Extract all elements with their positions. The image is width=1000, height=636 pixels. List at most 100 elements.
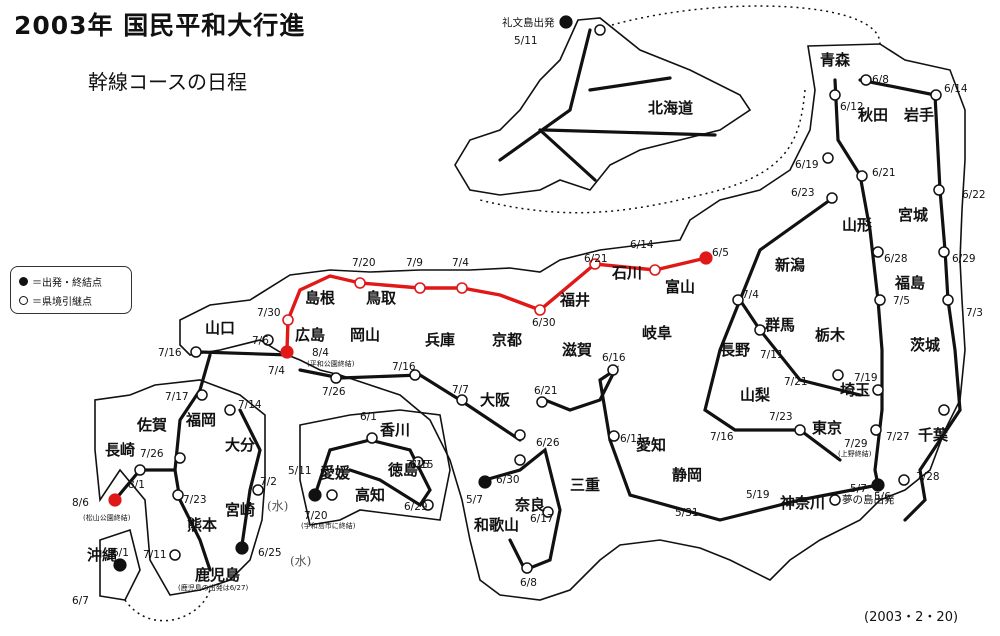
route-red-hokuriku-chugoku [285, 256, 708, 352]
relay-point [594, 24, 606, 36]
route-tohoku-west [833, 78, 884, 412]
date-label: 7/11 [760, 349, 784, 361]
pref-oita: 大分 [225, 436, 255, 454]
date-label: 6/7 [72, 595, 89, 607]
legend: ＝出発・終結点 ＝県境引継点 [10, 266, 132, 314]
pref-tochigi: 栃木 [815, 326, 846, 344]
pref-tottori: 鳥取 [366, 289, 397, 307]
date-label: 6/8 [520, 577, 537, 589]
pref-gunma: 群馬 [765, 316, 795, 334]
route-chiba [903, 408, 962, 522]
note-heiwa: (平和公園終結) [307, 359, 355, 368]
route-shikoku [313, 438, 432, 508]
relay-point-red [649, 264, 661, 276]
date-label: 6/14 [630, 239, 654, 251]
relay-point [938, 404, 950, 416]
relay-point [608, 430, 620, 442]
route-shizuoka [608, 438, 880, 522]
pref-fukui: 福井 [559, 291, 590, 309]
pref-saitama: 埼玉 [840, 381, 870, 399]
pref-miyagi: 宮城 [898, 206, 928, 224]
pref-shizuoka: 静岡 [672, 466, 702, 484]
start-point-red [699, 251, 713, 265]
route-hokkaido-4 [538, 128, 597, 182]
start-point [559, 15, 573, 29]
relay-point [930, 89, 942, 101]
page-subtitle: 幹線コースの日程 [88, 70, 247, 94]
pref-kanagawa: 神奈川 [780, 494, 825, 512]
relay-point [521, 562, 533, 574]
relay-point [326, 489, 338, 501]
date-label: 8/4 [312, 347, 329, 359]
route-nagano [703, 298, 842, 462]
relay-point [174, 452, 186, 464]
start-point [235, 541, 249, 555]
date-label: 7/9 [406, 257, 423, 269]
pref-mie: 三重 [570, 476, 600, 494]
date-label: 7/27 [886, 431, 910, 443]
date-label: 7/2 [260, 476, 277, 488]
ferry-tohoku-hokkaido-west [479, 89, 806, 214]
date-label: 7/20 [304, 510, 328, 522]
date-label: 6/17 [530, 513, 554, 525]
legend-start-end-label: ＝出発・終結点 [32, 278, 102, 289]
date-label: 5/31 [675, 507, 699, 519]
filled-dot-icon [19, 277, 28, 286]
relay-point [872, 246, 884, 258]
relay-point [514, 429, 526, 441]
relay-point [872, 384, 884, 396]
relay-point [856, 170, 868, 182]
page-title: 2003年 国民平和大行進 [14, 11, 306, 40]
date-label: 5/7 [850, 483, 867, 495]
pref-niigata: 新潟 [775, 256, 805, 274]
relay-point [514, 454, 526, 466]
relay-point [898, 474, 910, 486]
footer-date: (2003・2・20) [864, 610, 959, 625]
date-label: 6/21 [584, 253, 608, 265]
start-point [113, 558, 127, 572]
pref-kumamoto: 熊本 [187, 516, 217, 534]
date-label: 7/30 [257, 307, 281, 319]
pref-shimane: 島根 [305, 289, 335, 307]
date-label: 7/5 [893, 295, 910, 307]
pref-yamaguchi: 山口 [205, 319, 235, 337]
relay-point [829, 494, 841, 506]
date-label: 8/6 [72, 497, 89, 509]
pref-tokyo: 東京 [812, 419, 842, 437]
place-rebun: 礼文島出発 [502, 16, 555, 29]
place-yumenoshima: 夢の島出発 [842, 493, 895, 506]
relay-point [754, 324, 766, 336]
date-label: 6/30 [496, 474, 520, 486]
date-label: 7/29 [844, 438, 868, 450]
pref-toyama: 富山 [665, 278, 695, 296]
kyushu-outline [94, 379, 266, 596]
relay-point [607, 364, 619, 376]
relay-point [822, 152, 834, 164]
date-label: 7/15 [406, 459, 430, 471]
date-label: 5/7 [466, 494, 483, 506]
legend-row-start-end: ＝出発・終結点 [19, 274, 102, 289]
date-label: 6/23 [791, 187, 815, 199]
hollow-dot-icon [19, 296, 28, 305]
pref-miyazaki: 宮崎 [225, 501, 255, 519]
handwritten-note: (水) [267, 499, 288, 513]
date-label: 7/21 [784, 376, 808, 388]
pref-ibaraki: 茨城 [910, 336, 940, 354]
pref-hyogo: 兵庫 [425, 331, 455, 349]
date-label: 6/29 [952, 253, 976, 265]
date-label: 6/21 [534, 385, 558, 397]
relay-point [196, 389, 208, 401]
relay-point-red [456, 282, 468, 294]
date-label: 6/21 [872, 167, 896, 179]
shikoku-outline [299, 409, 451, 526]
relay-point [860, 74, 872, 86]
pref-akita: 秋田 [858, 106, 888, 124]
pref-hiroshima: 広島 [295, 326, 325, 344]
relay-point-red [282, 314, 294, 326]
relay-point [456, 394, 468, 406]
relay-point [252, 484, 264, 496]
pref-tokushima: 徳島 [387, 461, 418, 479]
note-nagasaki-end: (松山公園終結) [83, 513, 131, 522]
date-label: 6/19 [795, 159, 819, 171]
